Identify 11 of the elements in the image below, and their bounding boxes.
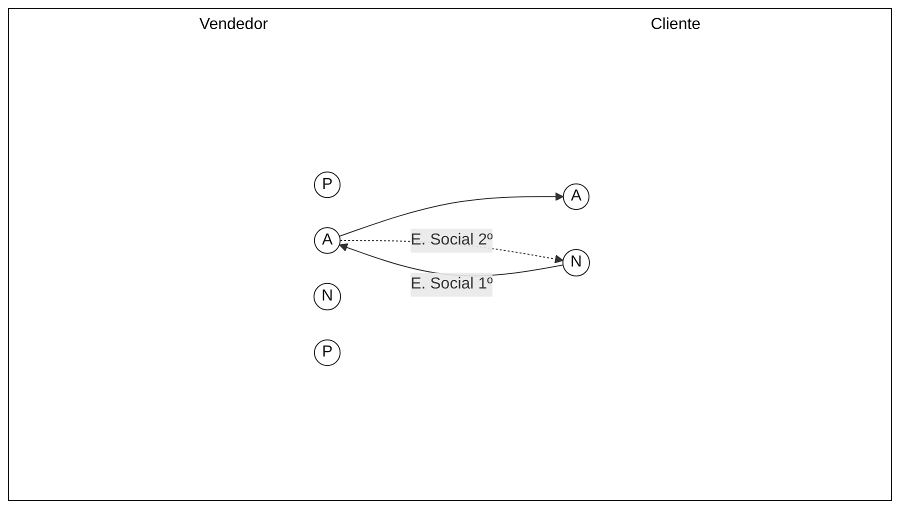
column-heading: Cliente xyxy=(650,16,701,34)
edge-label: E. Social 2º xyxy=(410,232,494,249)
node-circle: A xyxy=(314,227,341,254)
arrow xyxy=(339,192,564,237)
node-circle: N xyxy=(314,283,342,311)
node-circle: N xyxy=(562,249,590,277)
node-circle: P xyxy=(314,340,341,366)
edge-label: E. Social 1º xyxy=(410,276,494,293)
column-heading: Vendedor xyxy=(199,16,268,34)
node-circle: P xyxy=(314,172,341,198)
node-circle: A xyxy=(563,184,590,210)
